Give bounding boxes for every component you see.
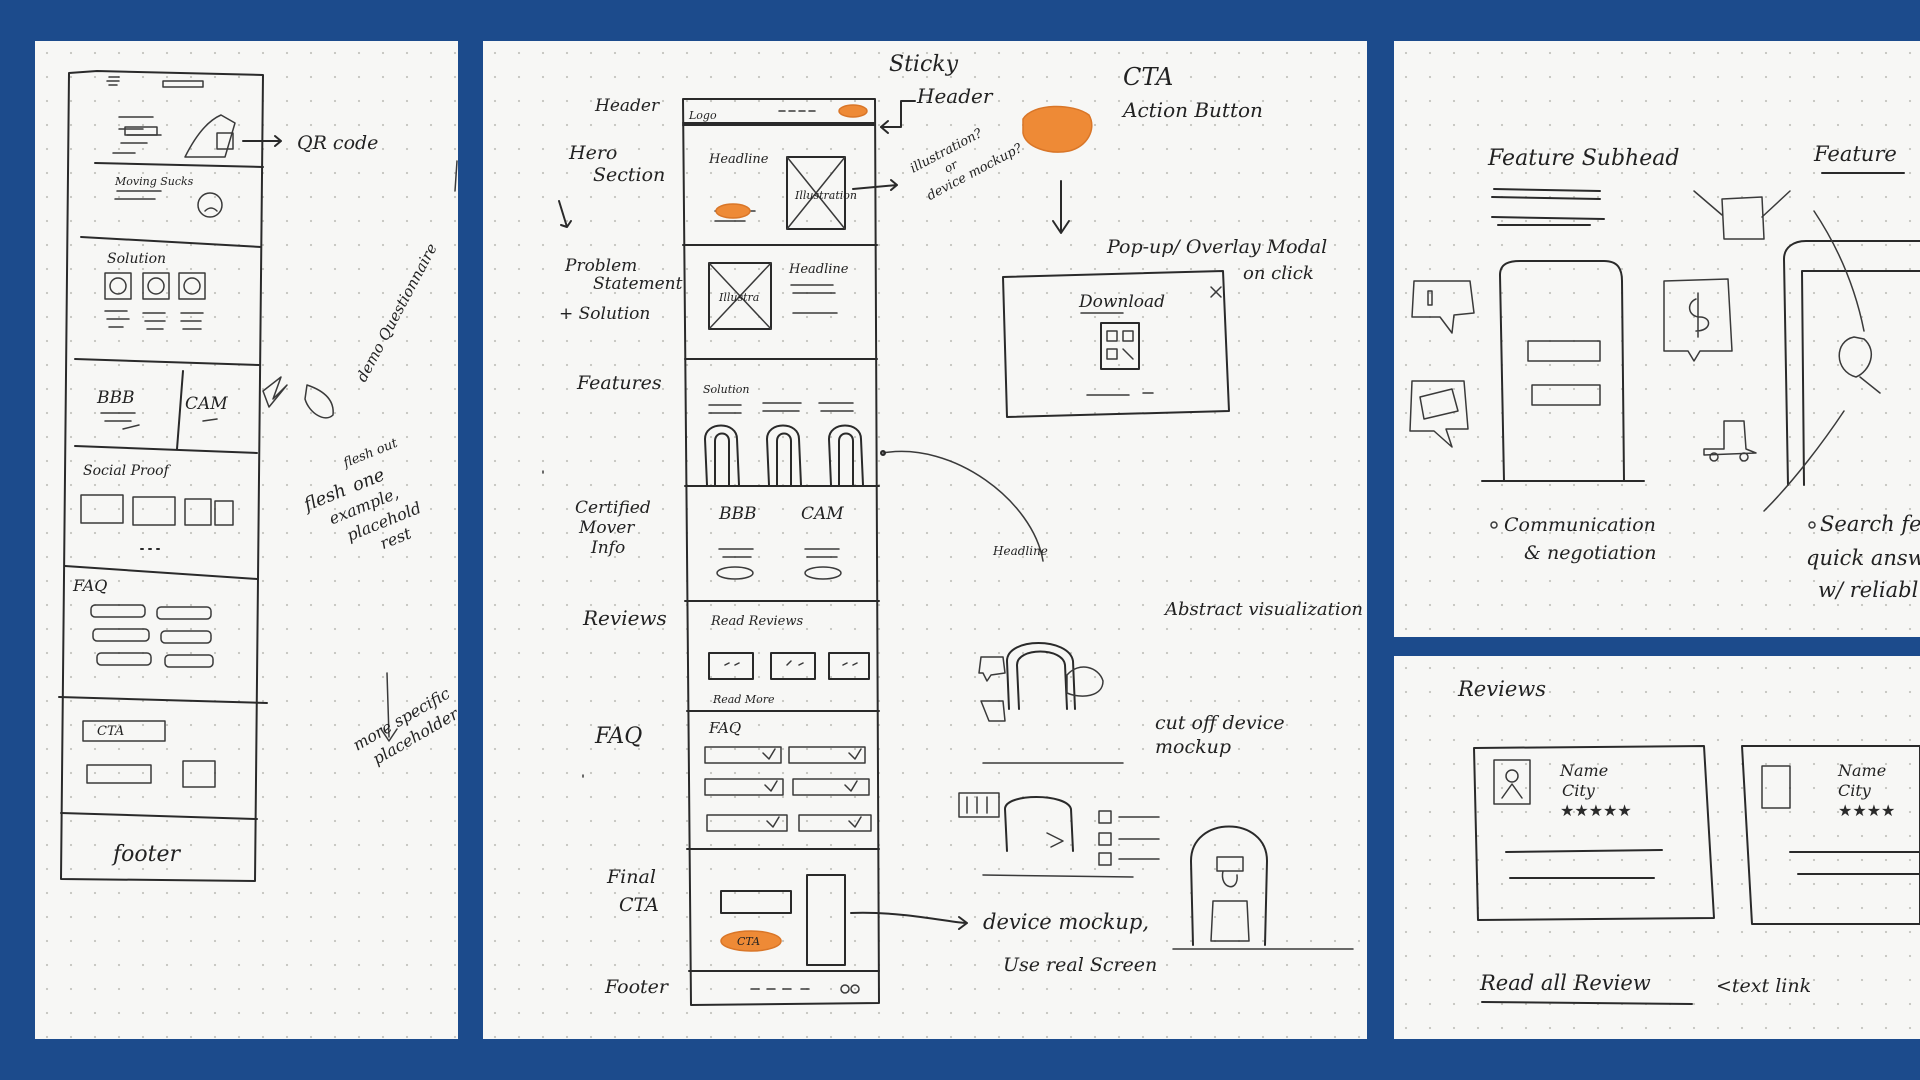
label-header: Header: [594, 96, 660, 116]
sketch-sheet-bottom-right: Reviews Name City ★★★★★ Name City ★★★★ R…: [1394, 656, 1920, 1039]
wf-illustration: Illustration: [794, 189, 857, 202]
header-cta-button[interactable]: [838, 104, 868, 118]
card2-city: City: [1838, 781, 1872, 800]
note-mockup: mockup: [1155, 736, 1231, 758]
label-faq: FAQ: [594, 724, 642, 749]
left-wireframe-drawing: [58, 70, 458, 882]
center-label-layer: Header Hero Section Problem Statement + …: [559, 52, 1363, 998]
note-cta-title: CTA: [1123, 63, 1173, 91]
wf-logo: Logo: [688, 109, 717, 122]
wf-faq: FAQ: [708, 719, 741, 737]
label-final-cta-line-2: CTA: [619, 894, 659, 916]
note-illustration-group: illustration? or device mockup?: [908, 126, 1026, 204]
solution-label: Solution: [107, 251, 166, 267]
note-cta-sub: Action Button: [1121, 98, 1263, 122]
final-cta-button[interactable]: [720, 930, 782, 952]
footer-label: footer: [111, 842, 181, 867]
note-abstract: Abstract visualization: [1163, 599, 1363, 620]
wf-bbb: BBB: [718, 504, 756, 524]
note-sticky: Sticky: [889, 52, 959, 77]
wf-read-reviews: Read Reviews: [710, 614, 803, 629]
label-hero-line-2: Section: [593, 164, 665, 186]
cta-label: CTA: [97, 724, 124, 739]
flesh-out-note: flesh out flesh one example, placehold r…: [299, 436, 424, 553]
card1-stars: ★★★★★: [1560, 801, 1632, 820]
note-popup: Pop-up/ Overlay Modal: [1106, 236, 1327, 258]
card1-name: Name: [1559, 761, 1608, 780]
review-card-2: [1741, 745, 1920, 925]
wf-solution: Solution: [703, 383, 749, 396]
top-right-label-layer: Feature Subhead Feature Communication & …: [1487, 142, 1920, 602]
search-label-3: w/ reliabl: [1818, 578, 1918, 602]
sketch-sheet-center: Header Hero Section Problem Statement + …: [483, 41, 1367, 1039]
label-certified-line-3: Info: [590, 538, 625, 558]
card1-city: City: [1562, 781, 1596, 800]
cta-action-button-sketch[interactable]: [1022, 105, 1093, 153]
feature-label: Feature: [1813, 142, 1897, 166]
wf-read-more: Read More: [712, 693, 775, 706]
center-wireframe-drawing: [542, 98, 1354, 1006]
note-cut-off: cut off device: [1155, 712, 1285, 734]
note-headline-small: Headline: [992, 544, 1048, 558]
text-link-note: <text link: [1716, 975, 1811, 997]
demo-questionnaire-note: demo Questionnaire: [353, 240, 441, 385]
wf-cta: CTA: [737, 935, 760, 948]
label-footer: Footer: [604, 976, 670, 998]
bottom-right-drawing: [1473, 745, 1920, 1005]
faq-label: FAQ: [72, 576, 107, 595]
top-right-drawing: [1409, 172, 1920, 529]
bottom-right-label-layer: Reviews Name City ★★★★★ Name City ★★★★ R…: [1457, 677, 1895, 997]
left-label-layer: QR code Moving Sucks Solution BBB CAM So…: [72, 132, 459, 867]
note-on-click: on click: [1243, 263, 1314, 284]
label-certified-line-1: Certified: [575, 498, 651, 518]
wf-headline-hero: Headline: [708, 152, 769, 167]
label-final-cta-line-1: Final: [606, 866, 656, 888]
wf-headline-problem: Headline: [788, 262, 849, 277]
wf-cam: CAM: [801, 504, 844, 524]
qr-code-note: QR code: [297, 132, 378, 154]
hero-cta-button[interactable]: [715, 203, 751, 219]
label-features: Features: [576, 372, 662, 394]
wf-illustra: Illustra: [718, 291, 759, 304]
search-label-1: Search fea: [1820, 512, 1920, 536]
specific-note: more specific placeholder: [350, 684, 459, 769]
label-hero-line-1: Hero: [568, 142, 617, 164]
flesh-note-line-1: flesh out: [340, 436, 400, 472]
read-all-reviews-link[interactable]: Read all Review: [1479, 971, 1651, 995]
label-certified-line-2: Mover: [578, 518, 635, 538]
feature-subhead-label: Feature Subhead: [1487, 146, 1679, 171]
search-label-2: quick answ: [1806, 546, 1920, 570]
card2-name: Name: [1837, 761, 1886, 780]
label-problem-line-2: Statement: [593, 274, 683, 294]
negotiation-label: & negotiation: [1524, 542, 1656, 564]
note-device-mockup-2: device mockup,: [983, 910, 1149, 934]
review-card-1: [1473, 745, 1715, 921]
sketch-sheet-top-right: Feature Subhead Feature Communication & …: [1394, 41, 1920, 637]
label-problem-line-1: Problem: [564, 256, 637, 276]
note-real-screen: Use real Screen: [1003, 954, 1157, 976]
social-proof-label: Social Proof: [83, 463, 172, 479]
label-reviews: Reviews: [582, 606, 667, 630]
communication-label: Communication: [1504, 514, 1656, 536]
label-solution: + Solution: [559, 304, 650, 324]
sketch-sheet-left: QR code Moving Sucks Solution BBB CAM So…: [35, 41, 458, 1039]
card2-stars: ★★★★: [1838, 801, 1895, 820]
cam-label: CAM: [185, 394, 228, 414]
bbb-label: BBB: [96, 388, 134, 408]
modal-download: Download: [1078, 292, 1165, 312]
note-sticky-header: Header: [916, 84, 994, 108]
reviews-heading: Reviews: [1457, 677, 1546, 701]
moving-sucks-label: Moving Sucks: [114, 175, 194, 188]
